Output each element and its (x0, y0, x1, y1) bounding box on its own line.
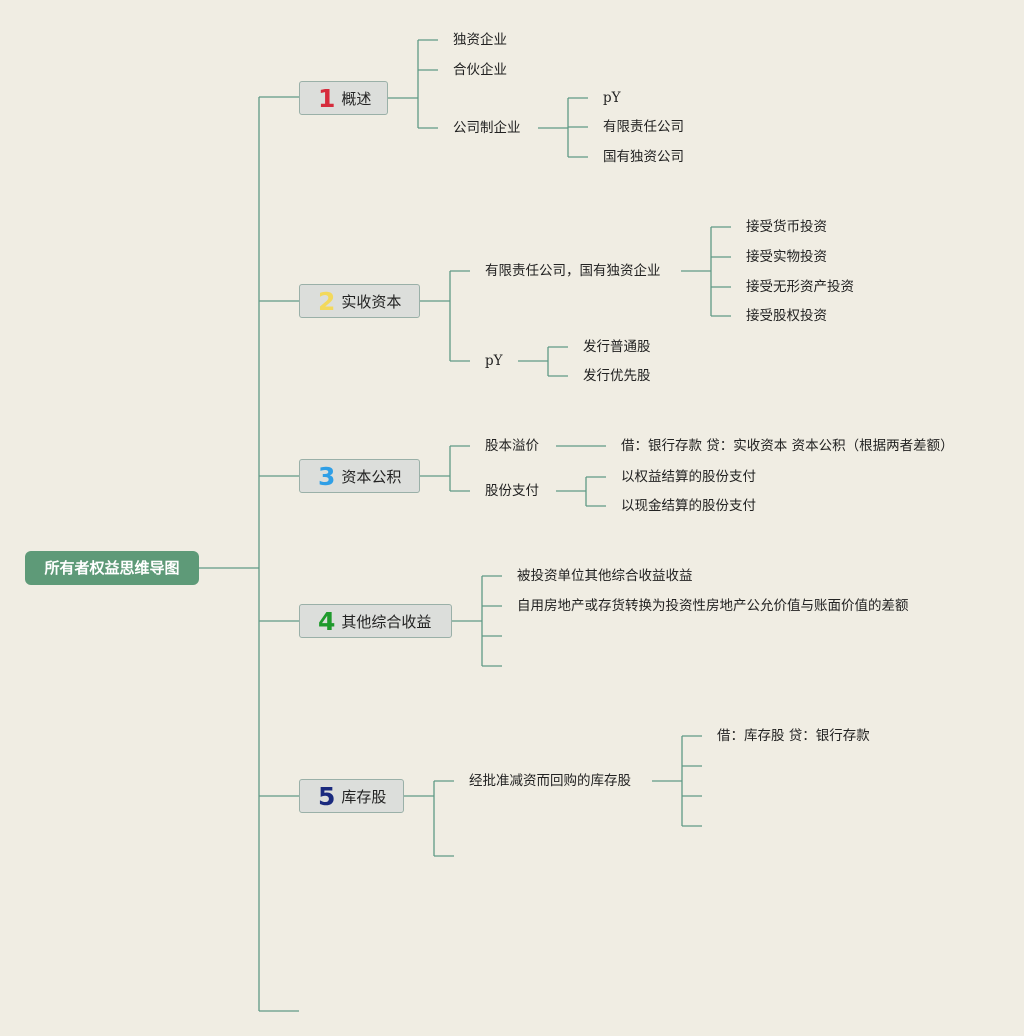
topic-treasury-stock[interactable]: 5 库存股 (299, 779, 404, 813)
node-sole-proprietorship[interactable]: 独资企业 (453, 32, 507, 48)
topic-paid-in-capital[interactable]: 2 实收资本 (299, 284, 420, 318)
topic-label: 概述 (341, 89, 372, 108)
node-property-conversion[interactable]: 自用房地产或存货转换为投资性房地产公允价值与账面价值的差额 (517, 598, 909, 614)
node-intangible-investment[interactable]: 接受无形资产投资 (746, 279, 854, 295)
topic-label: 实收资本 (341, 292, 402, 311)
node-corporation[interactable]: 公司制企业 (453, 120, 521, 136)
topic-label: 库存股 (341, 787, 387, 806)
topic-label: 资本公积 (341, 467, 402, 486)
node-repurchased-stock[interactable]: 经批准减资而回购的库存股 (469, 773, 631, 789)
node-equity-settled[interactable]: 以权益结算的股份支付 (621, 469, 756, 485)
node-physical-investment[interactable]: 接受实物投资 (746, 249, 827, 265)
node-treasury-entry[interactable]: 借：库存股 贷：银行存款 (717, 728, 870, 744)
node-preferred-stock[interactable]: 发行优先股 (583, 368, 651, 384)
node-premium-entry[interactable]: 借：银行存款 贷：实收资本 资本公积（根据两者差额） (621, 438, 954, 454)
number-5-icon: 5 (318, 781, 336, 811)
node-monetary-investment[interactable]: 接受货币投资 (746, 219, 827, 235)
node-py[interactable]: pY (603, 90, 621, 106)
number-4-icon: 4 (318, 606, 336, 636)
node-share-based-payment[interactable]: 股份支付 (485, 483, 539, 499)
number-2-icon: 2 (318, 286, 336, 316)
node-cash-settled[interactable]: 以现金结算的股份支付 (621, 498, 756, 514)
number-3-icon: 3 (318, 461, 336, 491)
node-investee-oci[interactable]: 被投资单位其他综合收益收益 (517, 568, 693, 584)
topic-capital-surplus[interactable]: 3 资本公积 (299, 459, 420, 493)
node-common-stock[interactable]: 发行普通股 (583, 339, 651, 355)
node-py[interactable]: pY (485, 353, 503, 369)
node-equity-investment[interactable]: 接受股权投资 (746, 308, 827, 324)
root-node[interactable]: 所有者权益思维导图 (25, 551, 199, 585)
node-llc[interactable]: 有限责任公司 (603, 119, 684, 135)
node-state-owned-sole[interactable]: 国有独资公司 (603, 149, 684, 165)
topic-other-comprehensive-income[interactable]: 4 其他综合收益 (299, 604, 452, 638)
topic-overview[interactable]: 1 概述 (299, 81, 388, 115)
node-llc-state-owned[interactable]: 有限责任公司，国有独资企业 (485, 263, 661, 279)
node-partnership[interactable]: 合伙企业 (453, 62, 507, 78)
node-share-premium[interactable]: 股本溢价 (485, 438, 539, 454)
topic-label: 其他综合收益 (341, 612, 432, 631)
number-1-icon: 1 (318, 83, 336, 113)
